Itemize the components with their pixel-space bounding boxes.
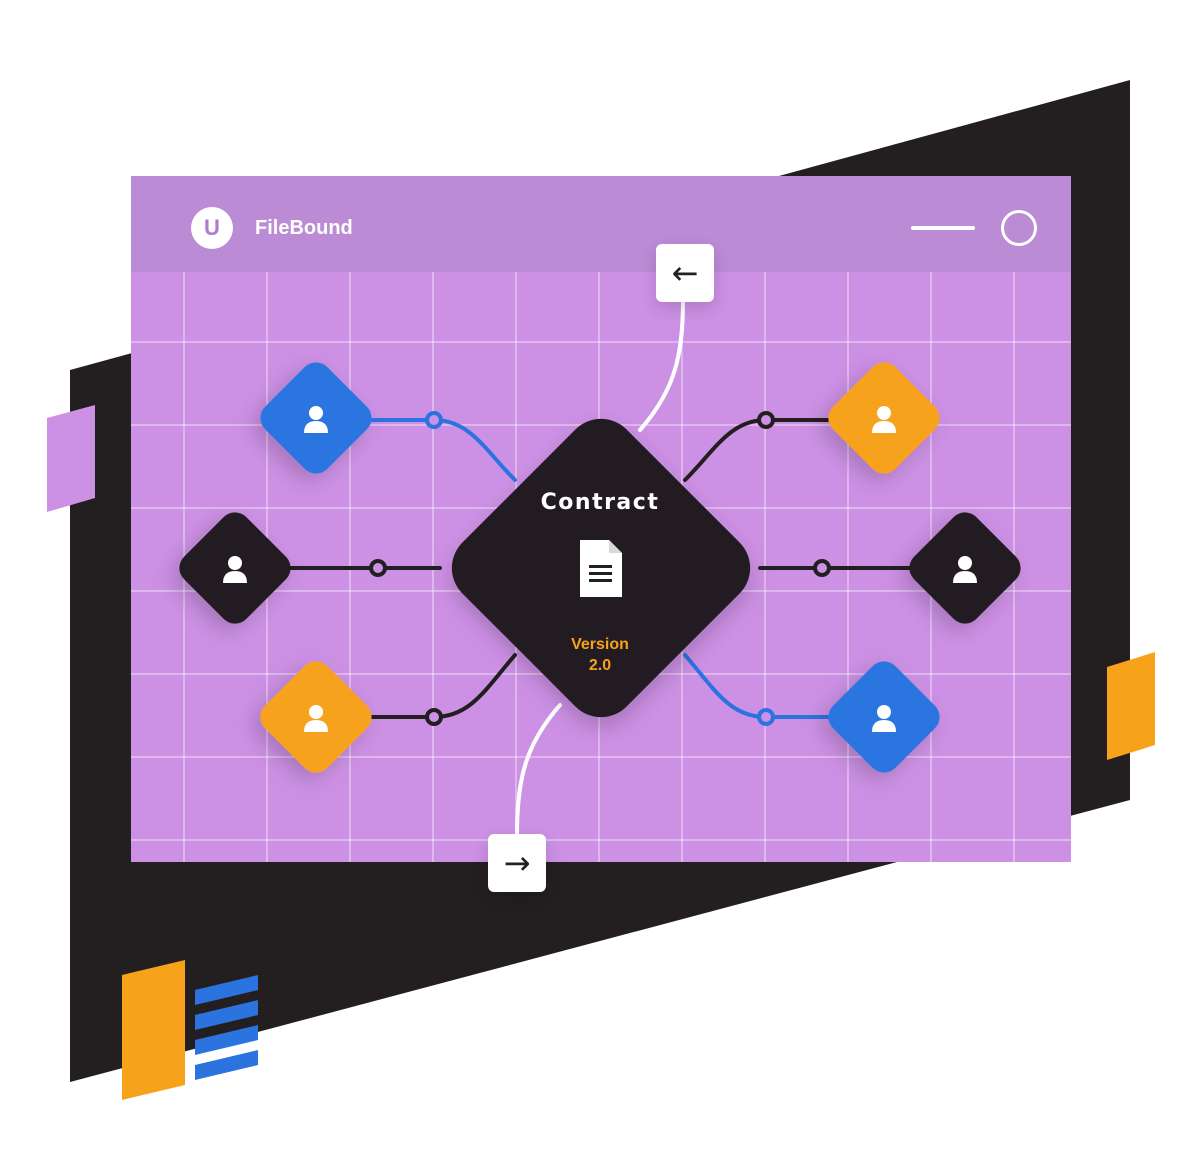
junction-dot [757, 411, 775, 429]
purple-accent-tab [47, 405, 95, 512]
contract-title: Contract [540, 490, 660, 515]
title-bar: U FileBound [131, 176, 1071, 272]
connector-flow-up [638, 296, 685, 432]
connector-top-right [683, 418, 830, 482]
maximize-button[interactable] [1001, 210, 1037, 246]
person-node-bottom-right[interactable] [822, 655, 946, 779]
person-node-mid-right[interactable] [903, 506, 1027, 630]
junction-dot [425, 708, 443, 726]
next-step-button[interactable]: → [488, 834, 546, 892]
person-node-top-left[interactable] [254, 356, 378, 480]
connector-flow-down [515, 703, 562, 837]
arrow-left-icon: ← [671, 254, 699, 292]
previous-step-button[interactable]: ← [656, 244, 714, 302]
orange-accent-block [122, 960, 185, 1100]
orange-accent-tab-right [1107, 652, 1155, 760]
document-icon [580, 540, 622, 597]
filebound-logo-icon: U [191, 207, 233, 249]
version-number: 2.0 [588, 657, 612, 674]
junction-dots [369, 411, 831, 726]
junction-dot [425, 411, 443, 429]
app-title: FileBound [255, 217, 353, 239]
minimize-button[interactable] [911, 226, 975, 230]
person-node-mid-left[interactable] [173, 506, 297, 630]
version-label: Version [571, 636, 629, 653]
connector-top-left [370, 418, 517, 482]
junction-dot [757, 708, 775, 726]
arrow-right-icon: → [503, 844, 531, 882]
person-node-top-right[interactable] [822, 356, 946, 480]
person-node-bottom-left[interactable] [254, 655, 378, 779]
junction-dot [369, 559, 387, 577]
junction-dot [813, 559, 831, 577]
blue-stripes-decoration [195, 975, 258, 1080]
